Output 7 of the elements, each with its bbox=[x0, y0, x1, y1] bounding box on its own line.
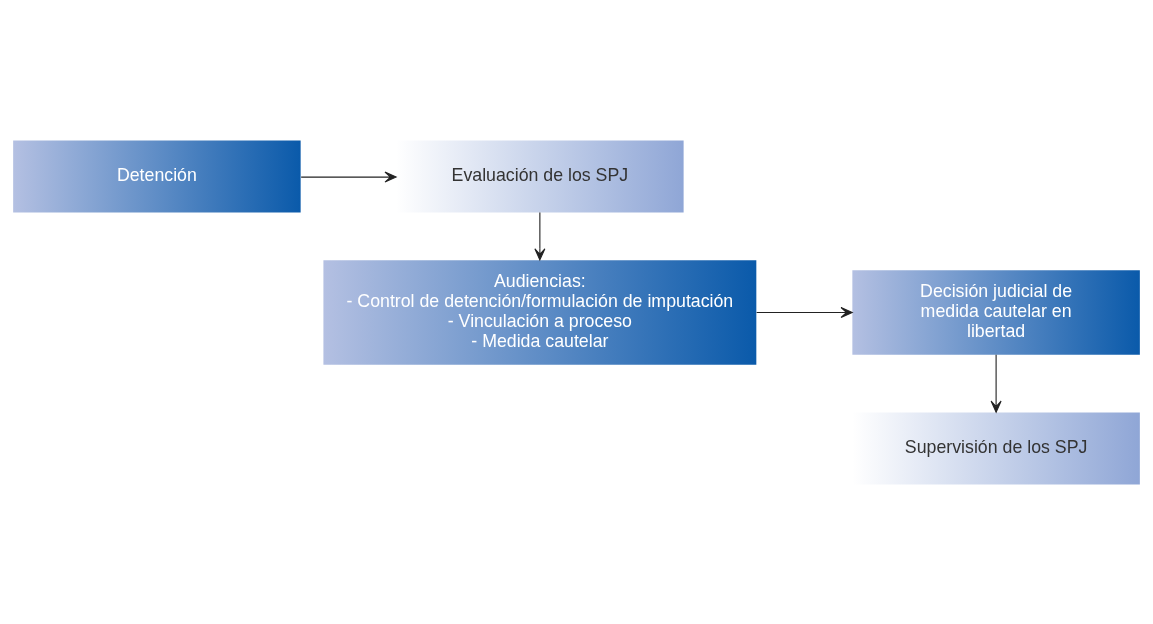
arrow bbox=[756, 306, 853, 318]
arrow bbox=[534, 211, 546, 260]
node-box: Audiencias: - Control de detención/formulación de imputación - Vinculación a proceso - Medida cautelar bbox=[323, 259, 757, 365]
node-box: Decisión judicial de medida cautelar en libertad bbox=[852, 269, 1140, 355]
arrow bbox=[990, 353, 1002, 413]
node-box: Detención bbox=[13, 139, 301, 213]
arrow bbox=[300, 171, 397, 183]
